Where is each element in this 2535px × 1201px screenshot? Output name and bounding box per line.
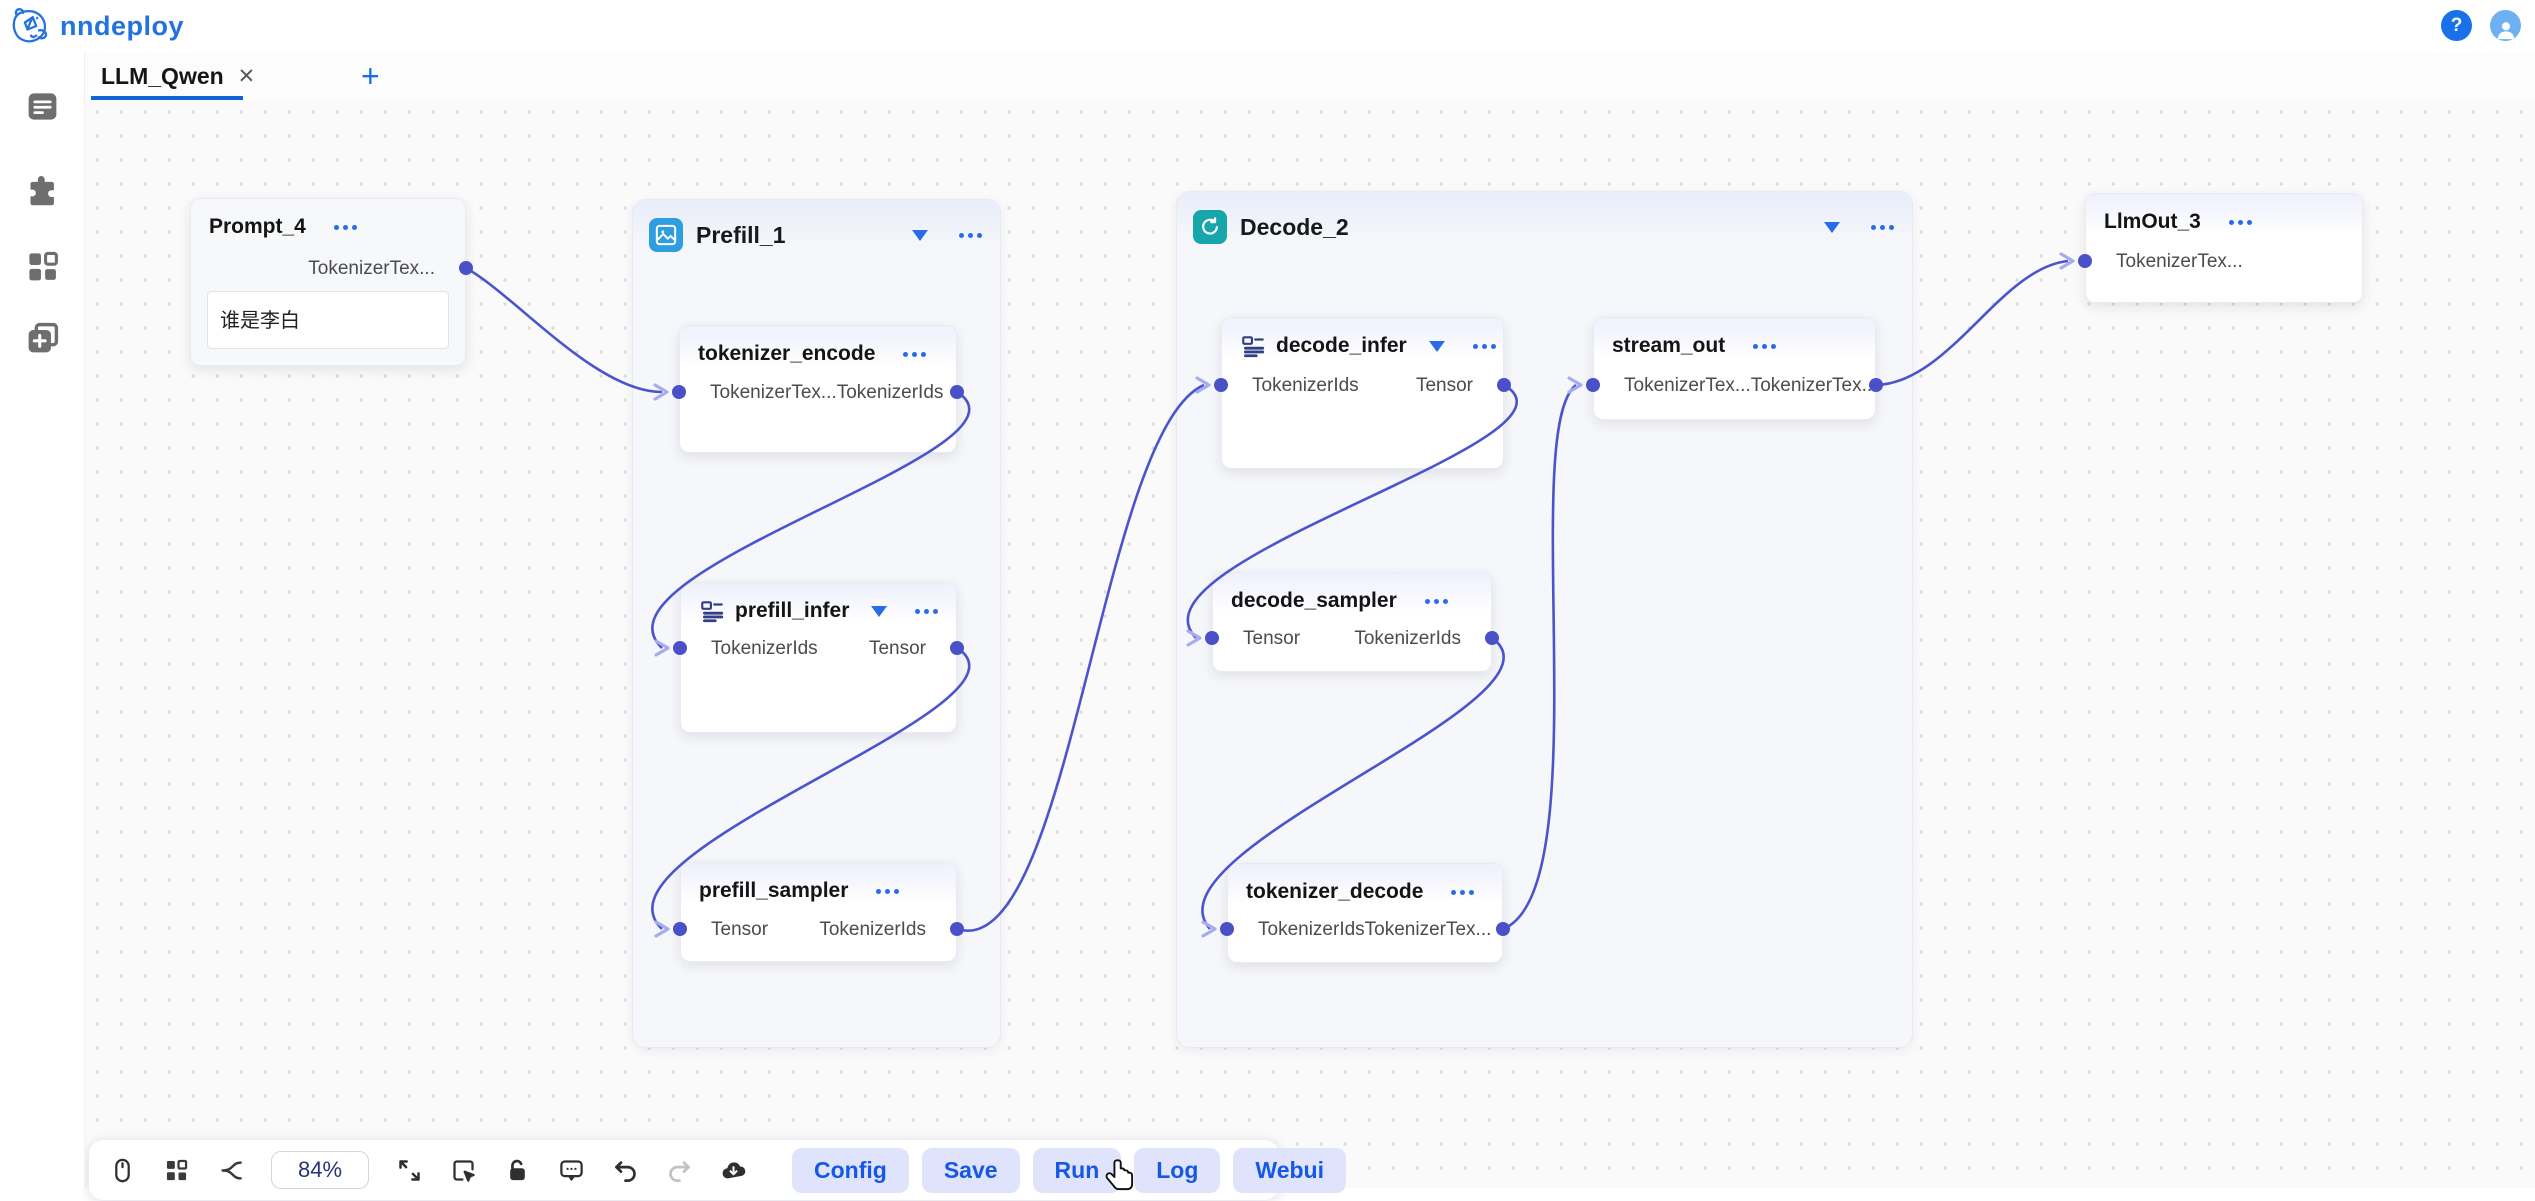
download-icon[interactable] (720, 1157, 747, 1184)
node-prefill-infer[interactable]: prefill_infer TokenizerIds Tensor (680, 582, 957, 733)
undo-icon[interactable] (612, 1157, 639, 1184)
group-decode-header: Decode_2 (1177, 192, 1912, 250)
output-port-label: TokenizerIds (819, 916, 926, 944)
node-title: tokenizer_decode (1246, 880, 1423, 904)
layout-icon[interactable] (163, 1157, 190, 1184)
output-port-label: TokenizerIds (837, 379, 944, 407)
image-icon (649, 218, 683, 252)
plugin-icon (24, 174, 61, 211)
config-button[interactable]: Config (792, 1148, 909, 1193)
unlock-icon[interactable] (504, 1157, 531, 1184)
app-logo: nndeploy (0, 5, 184, 47)
form-icon (1240, 333, 1266, 359)
branch-icon[interactable] (217, 1157, 244, 1184)
more-icon[interactable] (1425, 599, 1448, 604)
help-button[interactable]: ? (2441, 10, 2472, 41)
output-port-label: Tensor (1416, 372, 1473, 400)
tab-label: LLM_Qwen (101, 63, 224, 90)
node-tokenizer-encode[interactable]: tokenizer_encode TokenizerTex... Tokeniz… (679, 325, 957, 453)
logo-text: nndeploy (60, 11, 184, 42)
node-title: prefill_sampler (699, 879, 848, 903)
more-icon[interactable] (959, 233, 982, 238)
node-title: LlmOut_3 (2104, 210, 2201, 234)
node-title: prefill_infer (735, 599, 849, 623)
input-port-label: TokenizerTex... (2116, 248, 2243, 276)
node-title: decode_sampler (1231, 589, 1397, 613)
sidebar-item-apps[interactable] (24, 248, 61, 285)
more-icon[interactable] (915, 609, 938, 614)
output-port-label: TokenizerTex... (1751, 372, 1878, 400)
tab-active-indicator (91, 96, 243, 100)
node-llmout[interactable]: LlmOut_3 TokenizerTex... (2085, 193, 2363, 303)
collapse-icon[interactable] (871, 606, 887, 617)
more-icon[interactable] (1871, 225, 1894, 230)
comment-icon[interactable] (558, 1157, 585, 1184)
more-icon[interactable] (1451, 890, 1474, 895)
webui-button[interactable]: Webui (1233, 1148, 1346, 1193)
more-icon[interactable] (1473, 344, 1496, 349)
form-icon (699, 598, 725, 624)
node-title: stream_out (1612, 334, 1725, 358)
more-icon[interactable] (2229, 220, 2252, 225)
node-title: Prompt_4 (209, 215, 306, 239)
input-port-label: TokenizerIds (1252, 372, 1359, 400)
log-button[interactable]: Log (1134, 1148, 1220, 1193)
notes-icon (24, 88, 61, 125)
input-port-label: Tensor (1243, 625, 1300, 653)
mouse-icon[interactable] (109, 1157, 136, 1184)
bottom-toolbar: Config Save Run Log Webui (89, 1140, 1279, 1200)
node-decode-sampler[interactable]: decode_sampler Tensor TokenizerIds (1212, 572, 1492, 672)
sidebar-item-plugins[interactable] (24, 174, 61, 211)
select-region-icon[interactable] (450, 1157, 477, 1184)
add-tab-button[interactable]: + (361, 58, 380, 95)
tab-close-icon[interactable]: ✕ (238, 64, 256, 89)
save-button[interactable]: Save (922, 1148, 1020, 1193)
node-title: decode_infer (1276, 334, 1407, 358)
more-icon[interactable] (903, 352, 926, 357)
input-port-label: TokenizerTex... (1624, 372, 1751, 400)
input-port-label: TokenizerTex... (710, 379, 837, 407)
output-port-label: TokenizerTex... (308, 255, 435, 283)
group-title: Decode_2 (1240, 214, 1349, 241)
collapse-icon[interactable] (1429, 341, 1445, 352)
redo-icon[interactable] (666, 1157, 693, 1184)
group-title: Prefill_1 (696, 222, 786, 249)
collapse-icon[interactable] (912, 230, 928, 241)
logo-bear-icon (10, 5, 52, 47)
node-prefill-sampler[interactable]: prefill_sampler Tensor TokenizerIds (680, 862, 957, 962)
tab-llm-qwen[interactable]: LLM_Qwen ✕ (91, 52, 243, 100)
tab-bar: LLM_Qwen ✕ + (85, 52, 2535, 100)
output-port-label: Tensor (869, 635, 926, 663)
user-icon (2495, 19, 2517, 41)
output-port-label: TokenizerIds (1354, 625, 1461, 653)
node-prompt[interactable]: Prompt_4 TokenizerTex... 谁是李白 (190, 198, 466, 366)
sidebar-item-workflows[interactable] (24, 88, 61, 125)
node-tokenizer-decode[interactable]: tokenizer_decode TokenizerIds TokenizerT… (1227, 863, 1503, 963)
sidebar-item-new-window[interactable] (24, 320, 61, 357)
node-stream-out[interactable]: stream_out TokenizerTex... TokenizerTex.… (1593, 317, 1876, 420)
input-port-label: TokenizerIds (711, 635, 818, 663)
group-prefill-header: Prefill_1 (633, 200, 1000, 258)
collapse-icon[interactable] (1824, 222, 1840, 233)
node-decode-infer[interactable]: decode_infer TokenizerIds Tensor (1221, 317, 1504, 469)
more-icon[interactable] (334, 225, 357, 230)
output-port-label: TokenizerTex... (1365, 916, 1492, 944)
node-title: tokenizer_encode (698, 342, 875, 366)
input-port-label: TokenizerIds (1258, 916, 1365, 944)
avatar[interactable] (2490, 10, 2521, 41)
loop-icon (1193, 210, 1227, 244)
app-header: nndeploy ? (0, 0, 2535, 52)
fit-icon[interactable] (396, 1157, 423, 1184)
sidebar (0, 52, 85, 1188)
more-icon[interactable] (1753, 344, 1776, 349)
zoom-level-input[interactable] (271, 1151, 369, 1189)
action-buttons: Config Save Run Log Webui (792, 1148, 1346, 1193)
input-port-label: Tensor (711, 916, 768, 944)
prompt-text-input[interactable]: 谁是李白 (207, 291, 449, 349)
more-icon[interactable] (876, 889, 899, 894)
new-window-icon (24, 320, 61, 357)
run-button[interactable]: Run (1033, 1148, 1122, 1193)
apps-icon (24, 248, 61, 285)
